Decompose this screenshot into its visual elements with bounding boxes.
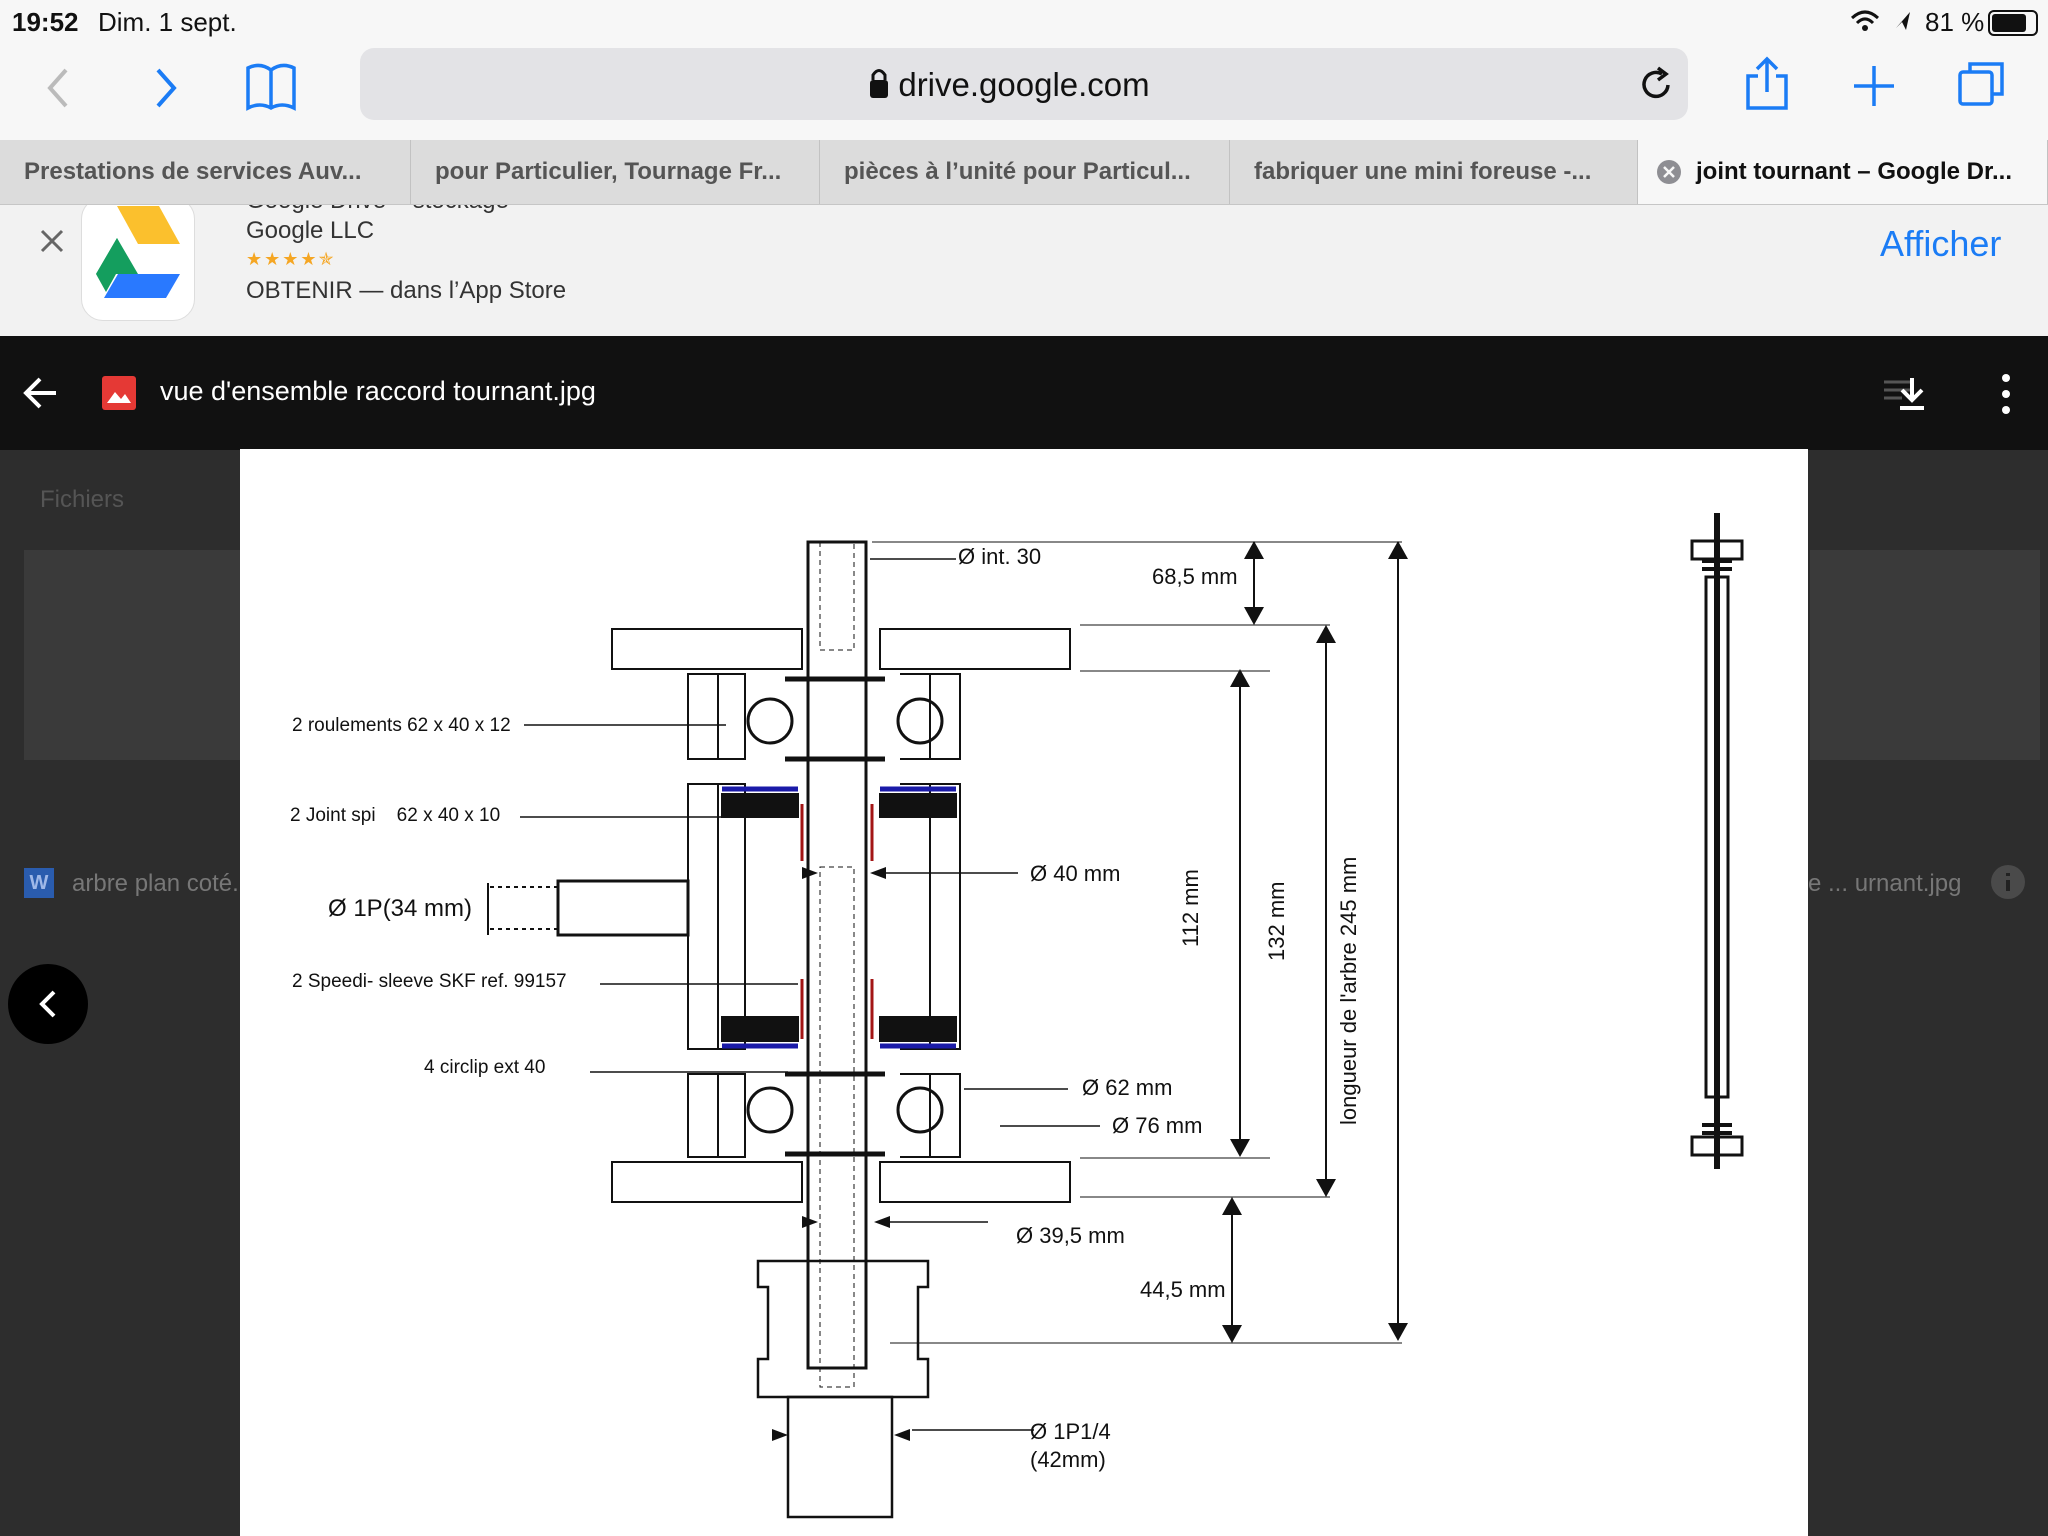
file-name-left[interactable]: arbre plan coté. (72, 870, 239, 897)
chevron-left-icon (39, 990, 56, 1018)
tab-label: joint tournant – Google Dr... (1696, 158, 2012, 185)
label-d395: Ø 39,5 mm (1016, 1223, 1125, 1248)
lock-icon (870, 69, 888, 98)
file-thumbnail-right[interactable] (1810, 550, 2040, 760)
info-icon[interactable] (1990, 864, 2026, 900)
close-tab-icon[interactable] (1656, 159, 1682, 185)
label-p14: Ø 1P1/4 (1030, 1419, 1111, 1444)
technical-drawing (487, 513, 1744, 1519)
file-title: vue d'ensemble raccord tournant.jpg (160, 376, 596, 406)
tab-label: pour Particulier, Tournage Fr... (435, 158, 782, 185)
label-d112: 112 mm (1178, 869, 1203, 947)
bookmarks-icon[interactable] (244, 62, 298, 112)
label-int30: Ø int. 30 (958, 544, 1042, 569)
tab-1[interactable]: Prestations de services Auv... (0, 140, 411, 204)
back-arrow-icon[interactable] (22, 376, 60, 410)
back-chevron-icon[interactable] (44, 66, 74, 110)
status-time: 19:52 (12, 7, 79, 37)
forward-chevron-icon[interactable] (150, 66, 180, 110)
app-store-banner: Google Drive – stockage Google LLC ★★★★✯… (0, 205, 2048, 337)
tabs-overview-icon[interactable] (1956, 58, 2008, 110)
label-d445: 44,5 mm (1140, 1277, 1226, 1302)
new-tab-icon[interactable] (1850, 62, 1898, 110)
app-rating: ★★★★✯ (246, 249, 336, 269)
label-circlip: 4 circlip ext 40 (424, 1057, 546, 1078)
label-d132: 132 mm (1264, 881, 1289, 961)
wifi-location-icon (1850, 10, 1910, 31)
previous-file-button[interactable] (8, 964, 88, 1044)
word-file-icon: W (24, 868, 54, 898)
tab-5-active[interactable]: joint tournant – Google Dr... (1638, 140, 2048, 204)
label-roulements: 2 roulements 62 x 40 x 12 (292, 715, 511, 736)
file-name-right[interactable]: e ... urnant.jpg (1808, 870, 1962, 897)
label-p1: Ø 1P(34 mm) (328, 895, 473, 922)
tab-3[interactable]: pièces à l’unité pour Particul... (820, 140, 1230, 204)
url-text: drive.google.com (898, 66, 1150, 103)
close-icon[interactable] (38, 227, 66, 255)
tab-label: fabriquer une mini foreuse -... (1254, 158, 1592, 185)
afficher-button[interactable]: Afficher (1880, 223, 2002, 264)
label-p14-mm: (42mm) (1030, 1447, 1106, 1472)
document-image: Ø int. 30 68,5 mm 2 roulements 62 x 40 x… (240, 449, 1808, 1536)
drive-viewer-header: vue d'ensemble raccord tournant.jpg (0, 336, 2048, 450)
tab-bar: Prestations de services Auv... pour Part… (0, 140, 2048, 205)
label-joint-spi: 2 Joint spi 62 x 40 x 10 (290, 805, 501, 826)
label-d76: Ø 76 mm (1112, 1113, 1203, 1138)
address-bar[interactable]: drive.google.com (360, 48, 1688, 120)
app-cta: OBTENIR — dans l’App Store (246, 277, 567, 304)
browser-toolbar: drive.google.com (0, 44, 2048, 140)
share-icon[interactable] (1744, 56, 1790, 112)
battery-percent: 81 % (1925, 7, 1985, 37)
status-bar: 19:52 Dim. 1 sept. 81 % (0, 0, 2048, 44)
status-date: Dim. 1 sept. (98, 7, 237, 37)
label-d62: Ø 62 mm (1082, 1075, 1173, 1100)
more-options-icon[interactable] (1998, 372, 2014, 416)
tab-label: pièces à l’unité pour Particul... (844, 158, 1191, 185)
battery-icon (1988, 10, 2038, 36)
download-icon[interactable] (1880, 374, 1946, 414)
app-name: Google Drive – stockage (246, 205, 509, 215)
tab-4[interactable]: fabriquer une mini foreuse -... (1230, 140, 1638, 204)
reload-icon[interactable] (1638, 66, 1674, 104)
label-d40: Ø 40 mm (1030, 861, 1121, 886)
drive-app-icon (81, 205, 195, 321)
tab-label: Prestations de services Auv... (24, 158, 362, 185)
label-longueur: longueur de l'arbre 245 mm (1336, 856, 1361, 1125)
image-file-icon (102, 376, 136, 410)
tab-2[interactable]: pour Particulier, Tournage Fr... (411, 140, 820, 204)
label-speedi-sleeve: 2 Speedi- sleeve SKF ref. 99157 (292, 971, 567, 992)
app-publisher: Google LLC (246, 217, 375, 244)
file-thumbnail-left[interactable] (24, 550, 244, 760)
label-685: 68,5 mm (1152, 564, 1238, 589)
section-title: Fichiers (40, 486, 125, 513)
